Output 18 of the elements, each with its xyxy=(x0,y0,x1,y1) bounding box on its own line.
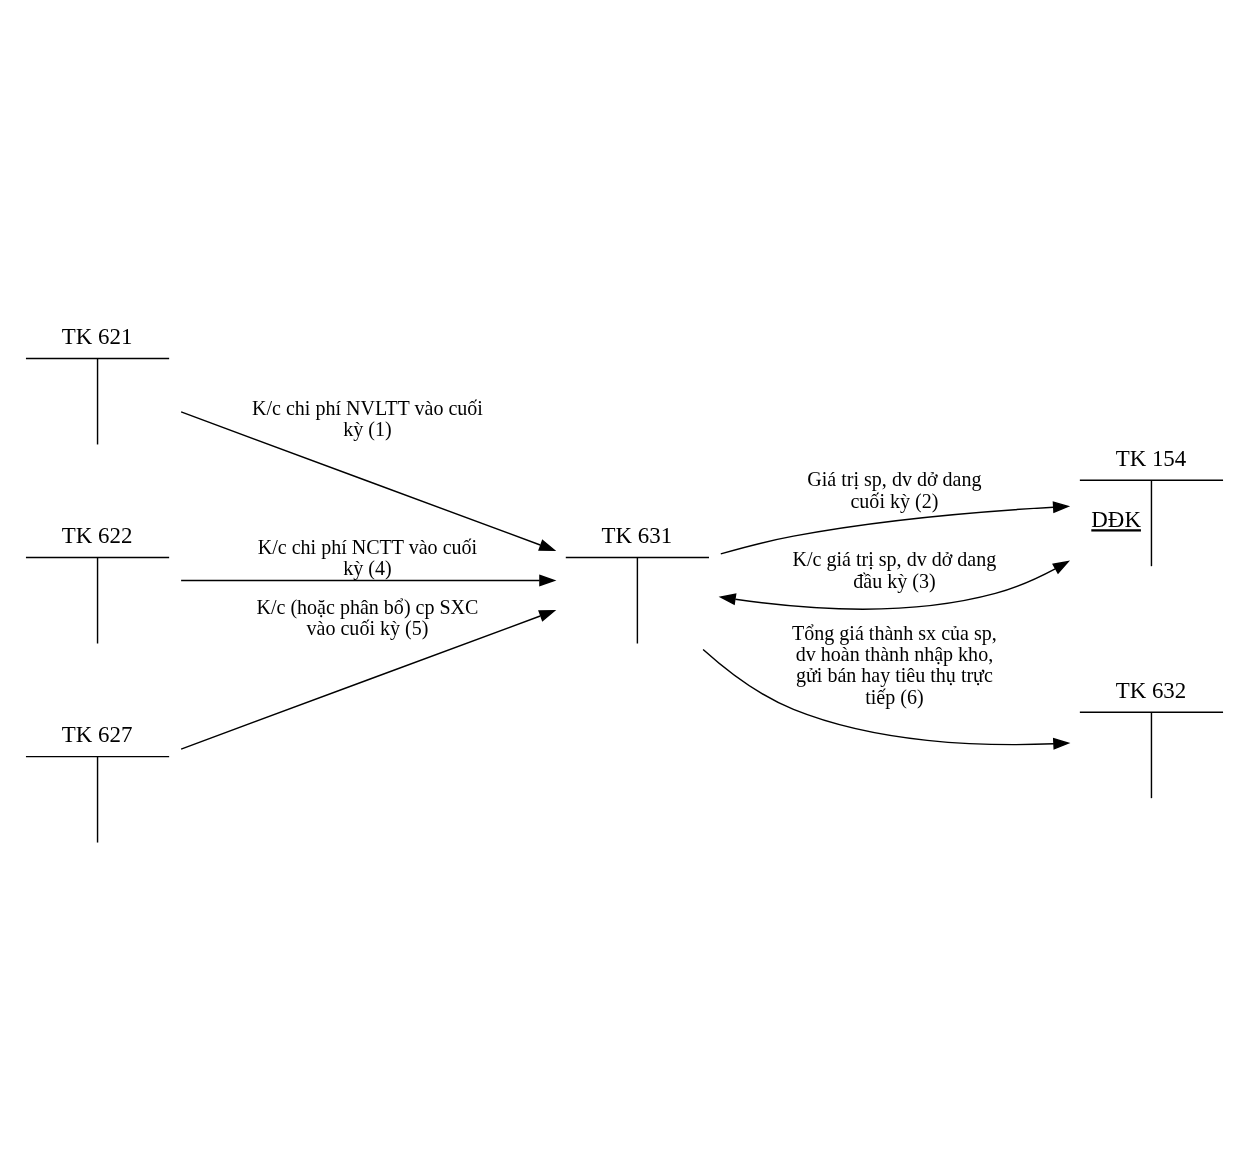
node-text: TK 154 DĐK xyxy=(1091,445,1187,532)
edge-label: Tổng giá thành sx của sp, dv hoàn thành nhập kho, gửi bán hay tiêu thụ trực tiếp (6) xyxy=(792,621,997,708)
edge-label: K/c chi phí NCTT vào cuối kỳ (4) xyxy=(257,535,478,579)
edge-label: K/c giá trị sp, dv dở dang đầu kỳ (3) xyxy=(792,547,997,592)
arrow xyxy=(180,410,557,551)
node-text: TK 627 xyxy=(61,721,133,747)
arrow xyxy=(180,574,557,586)
node-text: TK 622 xyxy=(61,522,133,548)
edge-label: Giá trị sp, dv dở dang cuối kỳ (2) xyxy=(807,467,982,512)
arrow xyxy=(718,560,1071,610)
arrow xyxy=(180,609,557,750)
node-text: TK 631 xyxy=(601,522,673,548)
edge-label: K/c (hoặc phân bổ) cp SXC vào cuối kỳ (5) xyxy=(256,595,479,639)
node-text: TK 621 xyxy=(61,323,133,349)
edge-label: K/c chi phí NVLTT vào cuối kỳ (1) xyxy=(252,396,483,440)
arrow xyxy=(720,500,1071,555)
node-text: TK 632 xyxy=(1115,677,1187,703)
arrow xyxy=(702,648,1071,750)
